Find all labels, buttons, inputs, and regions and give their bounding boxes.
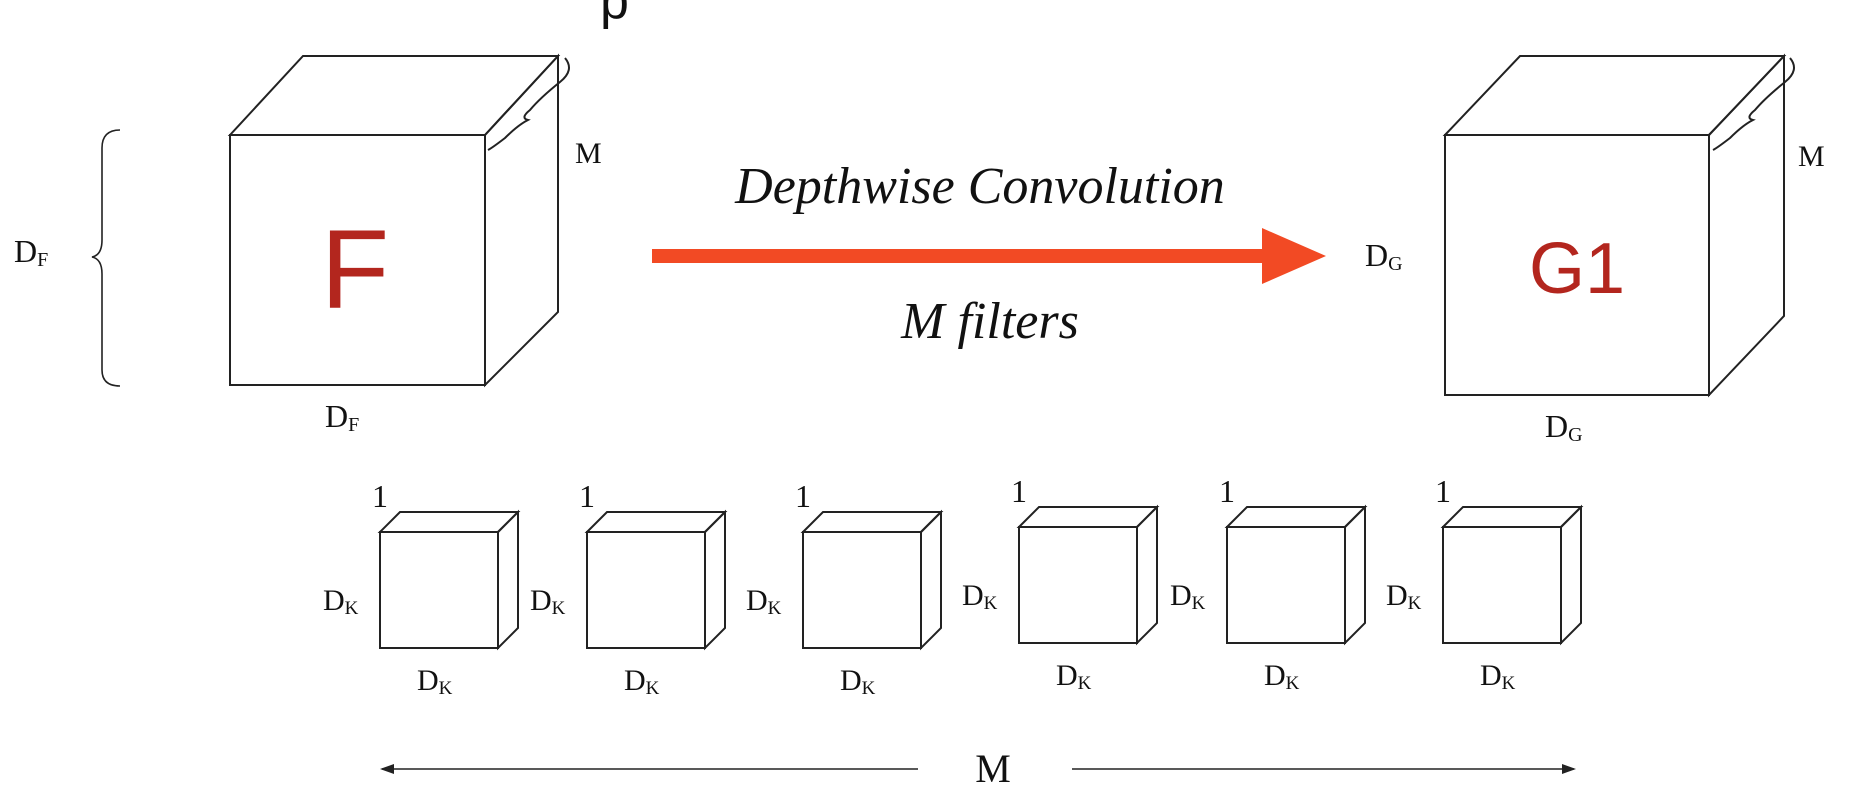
filter-height-label: DK (530, 584, 566, 619)
filter-width-label: DK (417, 664, 453, 699)
filter-depth-label: 1 (579, 478, 595, 514)
filter-kernel-top-face (1440, 506, 1584, 528)
input-height-label: DF (14, 233, 48, 271)
output-width-label: DG (1545, 408, 1583, 446)
output-cube-side-face (1708, 53, 1785, 398)
filter-kernel-front-face (379, 531, 499, 649)
input-width-label: DF (325, 398, 359, 436)
input-cube-top-face (227, 55, 561, 136)
filter-kernel-5 (1224, 504, 1368, 646)
filter-kernel-side-face (1560, 504, 1582, 646)
input-cube-front-face (229, 134, 486, 386)
filter-kernel-front-face (586, 531, 706, 649)
output-depth-label: M (1798, 140, 1825, 173)
filter-width-label: DK (624, 664, 660, 699)
output-cube-front-face (1444, 134, 1710, 396)
filter-kernel-6 (1440, 504, 1584, 646)
filter-kernel-2 (584, 509, 728, 651)
filter-depth-label: 1 (1011, 473, 1027, 509)
filter-width-label: DK (1480, 659, 1516, 694)
filter-height-label: DK (962, 579, 998, 614)
filter-width-label: DK (1264, 659, 1300, 694)
filter-kernel-side-face (1136, 504, 1158, 646)
filter-kernel-top-face (1016, 506, 1160, 528)
input-height-brace (91, 129, 121, 387)
operation-title: Depthwise Convolution (734, 158, 1225, 215)
filter-kernel-front-face (1442, 526, 1562, 644)
filter-height-label: DK (323, 584, 359, 619)
heading-fragment: p (600, 0, 629, 30)
output-cube-top-face (1442, 55, 1787, 136)
filter-kernel-top-face (800, 511, 944, 533)
filter-depth-label: 1 (1435, 473, 1451, 509)
filter-kernel-top-face (584, 511, 728, 533)
output-depth-brace (1712, 57, 1795, 151)
filter-count-label: M (975, 746, 1011, 791)
filter-height-label: DK (746, 584, 782, 619)
filter-kernel-1 (377, 509, 521, 651)
filter-depth-label: 1 (372, 478, 388, 514)
filter-kernel-side-face (1344, 504, 1366, 646)
filter-kernel-front-face (1226, 526, 1346, 644)
operation-arrow (652, 228, 1326, 284)
filter-depth-label: 1 (795, 478, 811, 514)
output-cube-letter: G1 (1529, 229, 1625, 309)
filter-kernel-top-face (377, 511, 521, 533)
filter-kernel-top-face (1224, 506, 1368, 528)
filter-kernel-4 (1016, 504, 1160, 646)
filter-depth-label: 1 (1219, 473, 1235, 509)
filter-kernel-side-face (497, 509, 519, 651)
filter-kernel-side-face (920, 509, 942, 651)
filter-width-label: DK (840, 664, 876, 699)
input-cube-letter: F (321, 207, 389, 332)
operation-subtitle: M filters (900, 293, 1079, 350)
filter-kernel-front-face (1018, 526, 1138, 644)
input-depth-brace (487, 57, 570, 151)
filter-width-label: DK (1056, 659, 1092, 694)
filter-kernel-side-face (704, 509, 726, 651)
filter-kernels: 1DK DK 1DK DK 1DK DK 1DK DK 1DK DK 1DK DK (323, 473, 1584, 699)
output-feature-cube (1442, 53, 1795, 398)
filter-height-label: DK (1170, 579, 1206, 614)
input-cube-side-face (484, 53, 559, 388)
filter-kernel-3 (800, 509, 944, 651)
output-height-label: DG (1365, 237, 1403, 275)
input-feature-cube (227, 53, 570, 388)
input-depth-label: M (575, 137, 602, 170)
filter-kernel-front-face (802, 531, 922, 649)
filter-height-label: DK (1386, 579, 1422, 614)
